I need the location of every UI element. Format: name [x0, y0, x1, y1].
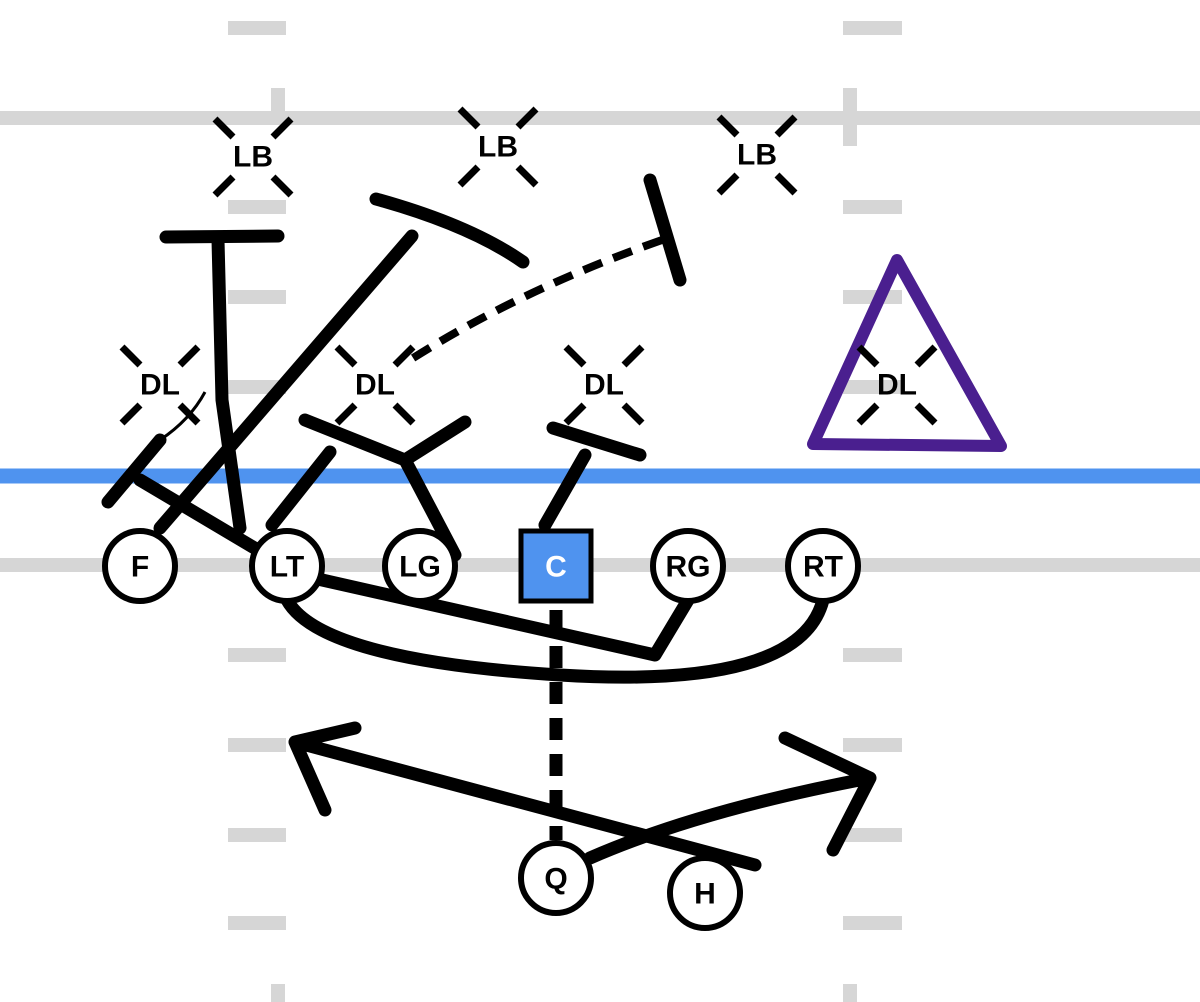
x-mark: [457, 106, 481, 130]
defender-dl[interactable]: DL: [856, 344, 938, 426]
route-lt-vertical: [211, 233, 247, 535]
x-mark: [270, 174, 294, 198]
defender-label: DL: [584, 369, 624, 402]
defender-lb[interactable]: LB: [212, 116, 294, 198]
x-mark: [119, 402, 143, 426]
x-mark: [856, 344, 880, 368]
defender-label: LB: [233, 141, 273, 174]
player-c[interactable]: C: [518, 528, 594, 604]
player-circle: [785, 528, 861, 604]
defender-dl[interactable]: DL: [334, 344, 416, 426]
defender-label: LB: [737, 139, 777, 172]
x-mark: [621, 344, 645, 368]
x-mark: [914, 344, 938, 368]
block-bar: [369, 192, 530, 269]
player-label: LT: [270, 551, 304, 584]
route-pull: [133, 473, 695, 662]
player-q[interactable]: Q: [518, 840, 594, 916]
defender-label: DL: [140, 369, 180, 402]
player-h[interactable]: H: [667, 855, 743, 931]
x-mark: [515, 164, 539, 188]
defender-label: DL: [877, 369, 917, 402]
x-mark: [212, 116, 236, 140]
player-label: RG: [666, 551, 711, 584]
route-left-arrow: [288, 721, 762, 872]
x-mark: [119, 344, 143, 368]
block-bar: [643, 173, 687, 287]
player-circle: [249, 528, 325, 604]
route-c-block: [538, 421, 647, 532]
dashed-route: [407, 236, 664, 364]
player-label: RT: [803, 551, 843, 584]
offense: F LT LG C RG RT Q H: [102, 528, 861, 931]
center-square: [518, 528, 594, 604]
route-f-diagonal: [153, 229, 419, 535]
x-mark: [563, 402, 587, 426]
x-mark: [914, 402, 938, 426]
player-label: C: [545, 551, 567, 584]
player-lt[interactable]: LT: [249, 528, 325, 604]
x-mark: [774, 114, 798, 138]
x-mark: [515, 106, 539, 130]
x-mark: [621, 402, 645, 426]
x-mark: [457, 164, 481, 188]
defender-label: LB: [478, 131, 518, 164]
x-mark: [177, 344, 201, 368]
defender-dl[interactable]: DL: [563, 344, 645, 426]
routes: [101, 173, 877, 872]
route-f-block: [101, 433, 167, 509]
x-mark: [716, 172, 740, 196]
player-label: H: [694, 878, 716, 911]
player-lg[interactable]: LG: [382, 528, 458, 604]
player-label: LG: [399, 551, 441, 584]
field-markings: [0, 21, 1200, 1002]
x-mark: [856, 402, 880, 426]
player-circle: [382, 528, 458, 604]
player-rg[interactable]: RG: [650, 528, 726, 604]
player-circle: [667, 855, 743, 931]
x-mark: [392, 344, 416, 368]
player-circle: [518, 840, 594, 916]
x-mark: [392, 402, 416, 426]
route-right-arrow: [583, 731, 877, 865]
x-mark: [177, 402, 201, 426]
route-lt-pull: [280, 593, 830, 684]
x-mark: [716, 114, 740, 138]
x-mark: [270, 116, 294, 140]
x-mark: [334, 402, 358, 426]
highlight-triangle: [807, 254, 1007, 452]
thin-mark: [159, 391, 207, 442]
player-circle: [102, 528, 178, 604]
defender-lb[interactable]: LB: [716, 114, 798, 196]
x-mark: [212, 174, 236, 198]
player-rt[interactable]: RT: [785, 528, 861, 604]
player-label: F: [131, 551, 149, 584]
defense: LB LB LB DL DL DL DL: [119, 106, 938, 426]
defender-lb[interactable]: LB: [457, 106, 539, 188]
x-mark: [774, 172, 798, 196]
defender-dl[interactable]: DL: [119, 344, 201, 426]
x-mark: [563, 344, 587, 368]
route-lt-block: [265, 445, 337, 532]
x-mark: [334, 344, 358, 368]
player-f[interactable]: F: [102, 528, 178, 604]
player-circle: [650, 528, 726, 604]
player-label: Q: [544, 863, 567, 896]
defender-label: DL: [355, 369, 395, 402]
